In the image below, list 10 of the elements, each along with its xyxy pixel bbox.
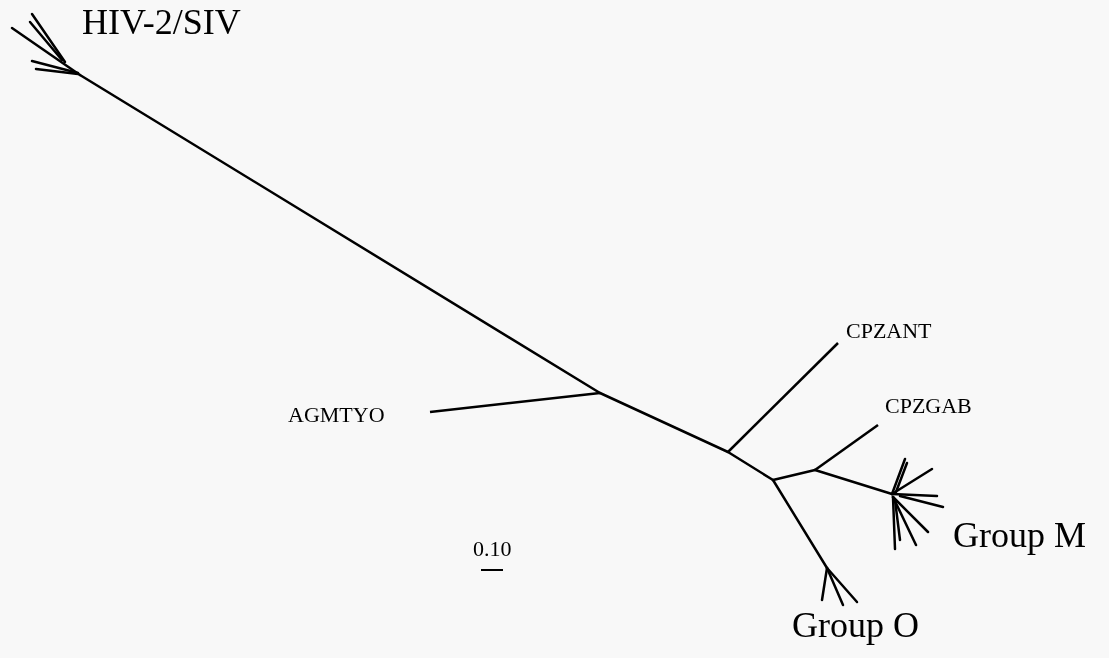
taxon-label: CPZGAB xyxy=(885,395,972,417)
taxon-label: Group M xyxy=(953,517,1086,553)
taxon-label: AGMTYO xyxy=(288,404,385,426)
tree-branch xyxy=(727,342,839,453)
tree-branch xyxy=(814,424,879,471)
taxon-label: HIV-2/SIV xyxy=(82,4,241,40)
tree-branch xyxy=(429,391,601,414)
taxon-label: CPZANT xyxy=(846,320,932,342)
scale-label: 0.10 xyxy=(473,538,512,560)
taxon-label: Group O xyxy=(792,607,919,643)
